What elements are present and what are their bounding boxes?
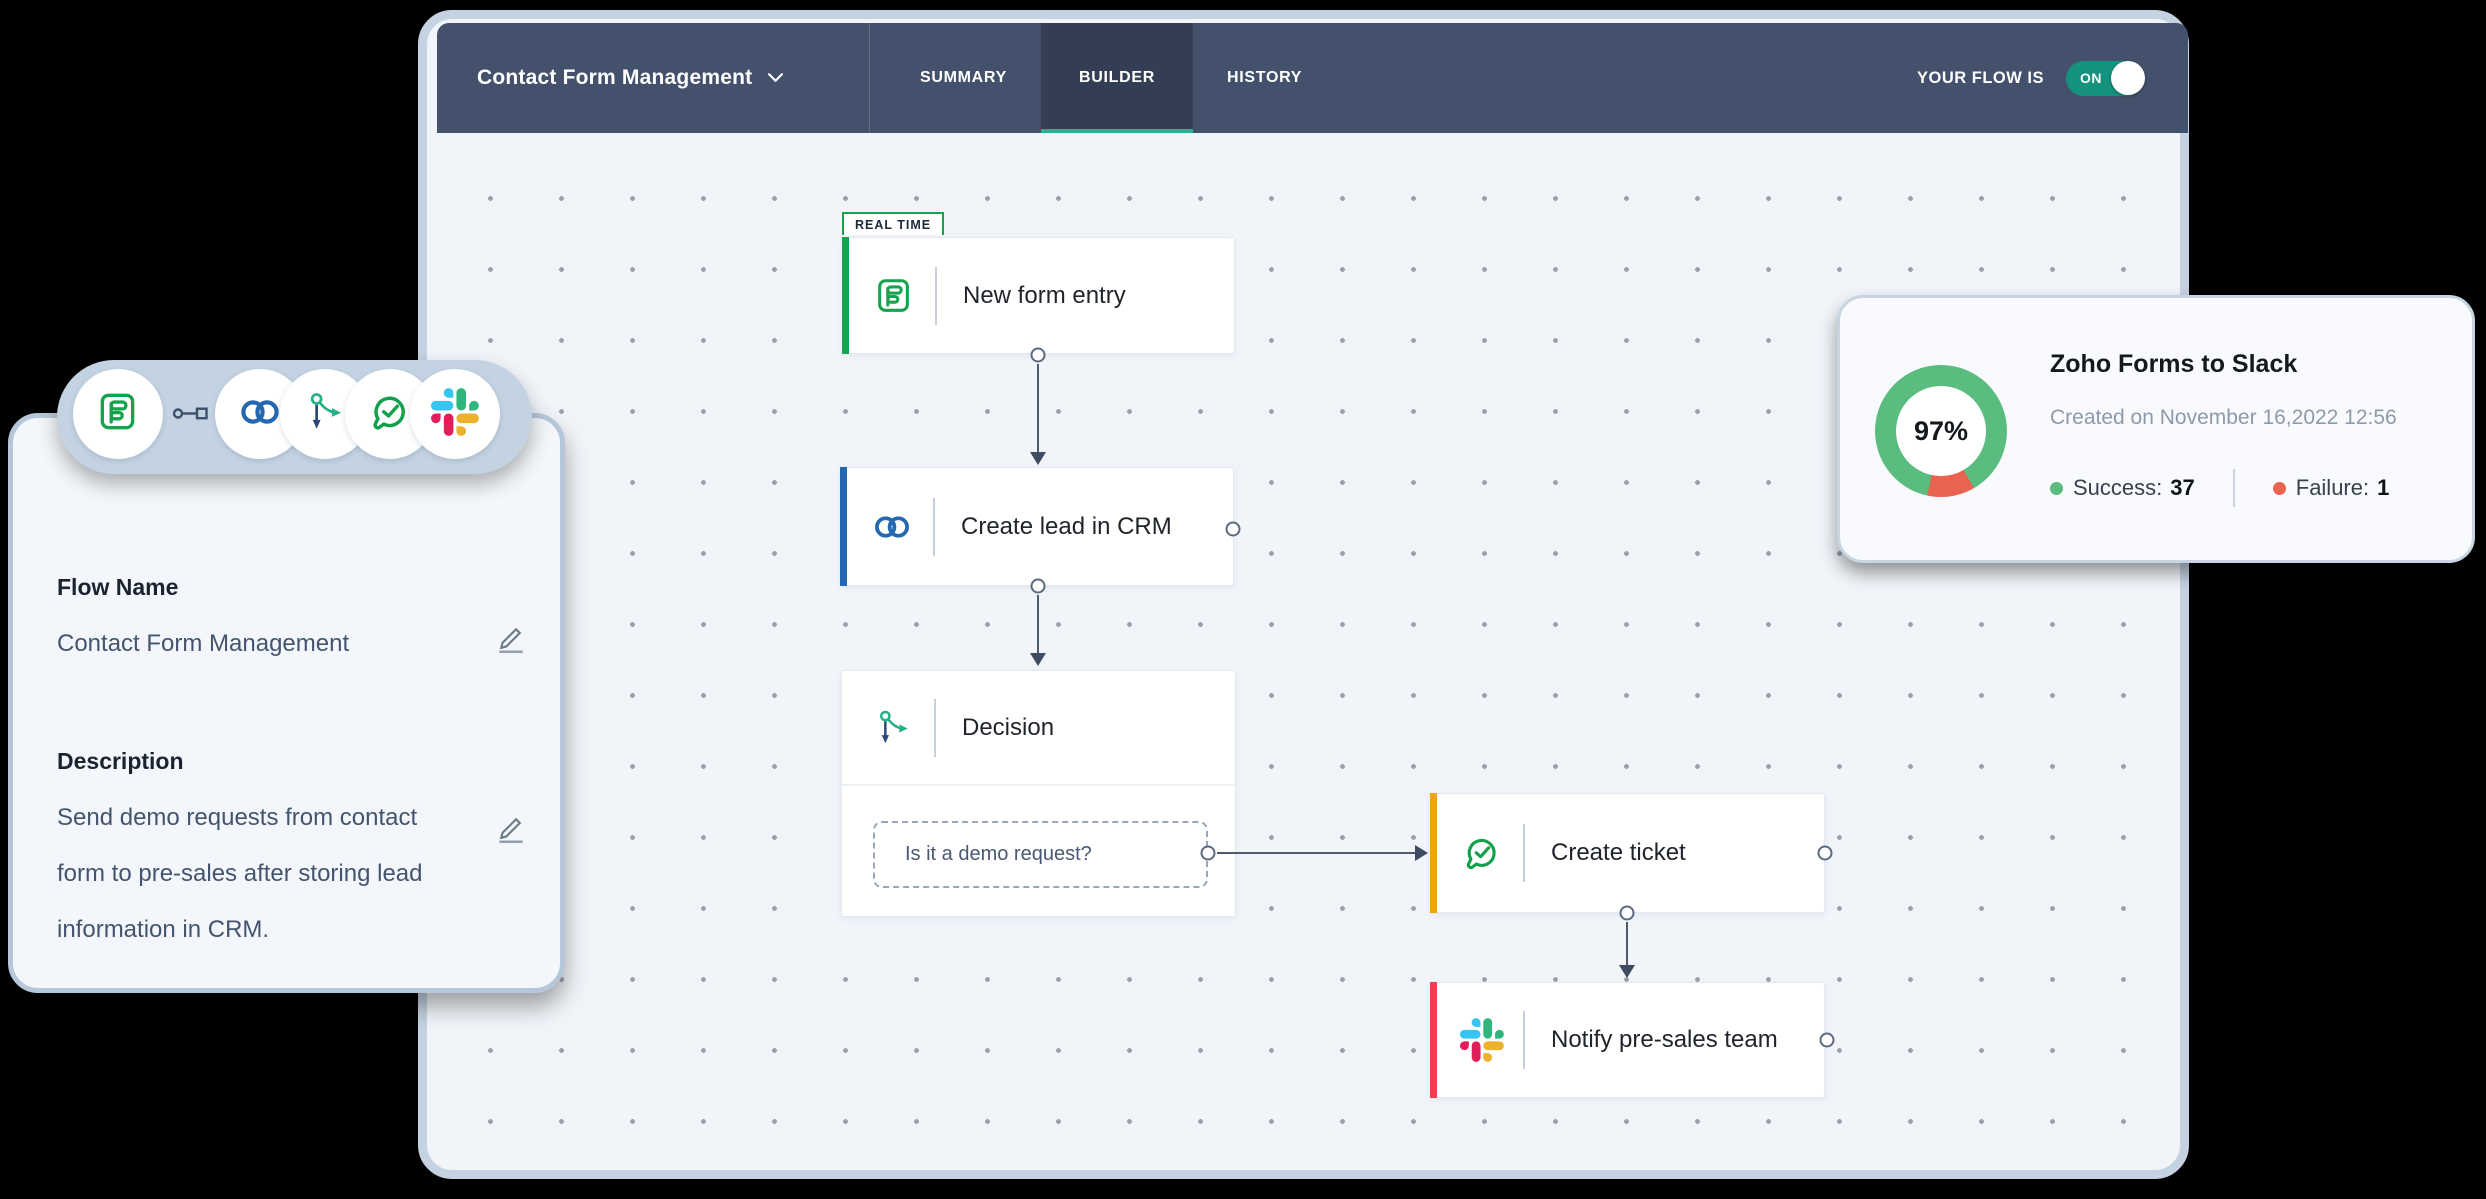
zoho-forms-icon <box>95 389 141 440</box>
success-rate-donut-chart: 97% <box>1875 365 2007 497</box>
zoho-desk-icon <box>1459 831 1505 875</box>
node-label: New form entry <box>963 281 1126 309</box>
tab-history[interactable]: HISTORY <box>1227 69 1303 86</box>
port-create-ticket-out[interactable] <box>1619 905 1635 921</box>
app-circle-zoho-forms[interactable] <box>73 369 163 459</box>
flow-on-off-toggle[interactable]: ON <box>2066 60 2145 96</box>
edit-flow-name-button[interactable] <box>491 618 531 661</box>
node-decision[interactable]: Decision Is it a demo request? <box>841 670 1236 917</box>
flow-graph: REAL TIME New form entry <box>427 19 2180 1170</box>
toggle-knob[interactable] <box>2111 61 2145 95</box>
port-notify-presales-right[interactable] <box>1819 1032 1835 1048</box>
decision-icon <box>870 707 916 749</box>
flow-title-dropdown[interactable]: Contact Form Management <box>437 23 870 133</box>
description-value: Send demo requests from contact form to … <box>57 804 423 943</box>
node-notify-presales[interactable]: Notify pre-sales team <box>1430 982 1825 1098</box>
node-divider <box>1523 824 1525 882</box>
decision-header: Decision <box>842 671 1235 786</box>
nav-tabs: SUMMARY BUILDER HISTORY <box>886 23 1336 133</box>
zoho-crm-icon <box>235 390 285 439</box>
flow-status-label: YOUR FLOW IS <box>1917 68 2044 87</box>
slack-icon <box>1459 1018 1505 1062</box>
flow-builder-canvas: Contact Form Management SUMMARY BUILDER … <box>418 10 2189 1179</box>
success-rate-percent: 97% <box>1913 415 1969 446</box>
chevron-down-icon <box>768 69 784 87</box>
node-divider <box>1523 1011 1525 1069</box>
success-count: 37 <box>2170 475 2195 500</box>
app-circle-slack[interactable] <box>410 369 500 459</box>
connector-line <box>1037 595 1039 657</box>
arrowhead-down <box>1030 653 1046 666</box>
tab-summary[interactable]: SUMMARY <box>920 69 1007 86</box>
failure-dot-icon <box>2272 481 2286 495</box>
node-accent-bar <box>1430 982 1437 1098</box>
flow-status-area: YOUR FLOW IS ON <box>1917 23 2145 133</box>
donut-center: 97% <box>1896 386 1986 476</box>
link-connector-icon <box>172 404 212 428</box>
node-accent-bar <box>1430 793 1437 913</box>
legend-divider <box>2232 469 2235 507</box>
decision-branch-condition[interactable]: Is it a demo request? <box>873 821 1208 888</box>
arrowhead-down <box>1030 452 1046 465</box>
slack-icon <box>431 387 479 441</box>
flow-name-value: Contact Form Management <box>57 630 350 657</box>
port-create-lead-out[interactable] <box>1030 578 1046 594</box>
failure-count: 1 <box>2377 475 2390 500</box>
stats-flow-title: Zoho Forms to Slack <box>2050 350 2298 378</box>
flow-stats-card: 97% Zoho Forms to Slack Created on Novem… <box>1837 295 2475 563</box>
node-divider <box>935 266 937 325</box>
toggle-on-label: ON <box>2080 70 2102 86</box>
flow-title: Contact Form Management <box>477 66 753 89</box>
node-divider <box>933 497 935 556</box>
arrowhead-right <box>1415 845 1428 861</box>
flow-name-label: Flow Name <box>57 574 179 600</box>
tab-builder[interactable]: BUILDER <box>1040 23 1194 133</box>
node-label: Create ticket <box>1551 839 1686 866</box>
decision-icon <box>302 389 348 440</box>
node-new-form-entry[interactable]: New form entry <box>842 237 1235 354</box>
flow-details-panel: Flow Name Contact Form Management Descri… <box>8 413 565 993</box>
top-navbar: Contact Form Management SUMMARY BUILDER … <box>437 23 2188 133</box>
port-create-ticket-right[interactable] <box>1817 845 1833 861</box>
node-create-lead-crm[interactable]: Create lead in CRM <box>840 467 1234 586</box>
port-decision-branch-out[interactable] <box>1200 845 1216 861</box>
node-create-ticket[interactable]: Create ticket <box>1430 793 1825 913</box>
success-dot-icon <box>2050 481 2063 495</box>
port-create-lead-right[interactable] <box>1225 521 1241 537</box>
branch-label: Is it a demo request? <box>905 843 1092 865</box>
zoho-desk-icon <box>366 388 414 441</box>
node-accent-bar <box>842 237 849 354</box>
node-divider <box>934 698 936 757</box>
connector-line <box>1037 364 1039 456</box>
zoho-forms-icon <box>871 275 917 317</box>
port-new-form-entry-out[interactable] <box>1030 347 1046 363</box>
description-label: Description <box>57 748 184 774</box>
stats-created-timestamp: Created on November 16,2022 12:56 <box>2050 406 2397 429</box>
arrowhead-down <box>1619 965 1635 978</box>
connector-line <box>1626 922 1628 969</box>
node-accent-bar <box>840 467 847 586</box>
trigger-badge: REAL TIME <box>842 212 945 235</box>
node-label: Notify pre-sales team <box>1551 1026 1778 1053</box>
failure-label: Failure: <box>2295 475 2370 500</box>
node-label: Decision <box>962 713 1055 741</box>
edit-description-button[interactable] <box>491 808 531 851</box>
success-label: Success: <box>2073 475 2163 500</box>
node-label: Create lead in CRM <box>961 512 1172 540</box>
zoho-crm-icon <box>869 507 915 547</box>
stats-legend: Success: 37 Failure: 1 <box>2050 468 2389 508</box>
connector-line <box>1217 852 1417 854</box>
